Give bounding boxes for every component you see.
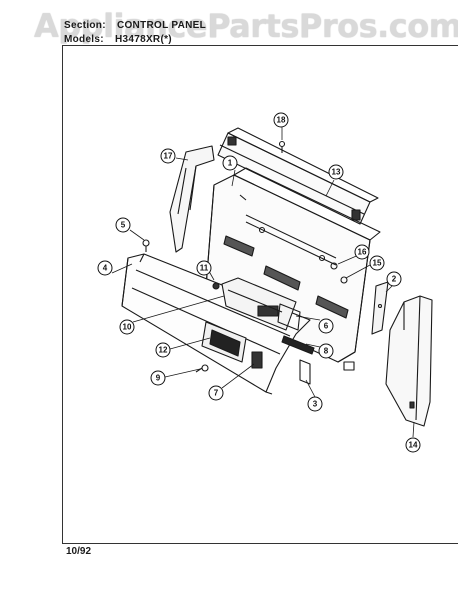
revision-date: 10/92 (66, 546, 92, 557)
part-5-screw (142, 239, 150, 252)
callout-1: 1 (222, 155, 238, 171)
callout-18: 18 (273, 112, 289, 128)
callout-3-label: 3 (313, 400, 318, 409)
callout-17: 17 (160, 148, 176, 164)
part-4-control-panel-front (121, 253, 311, 395)
callout-7-label: 7 (214, 389, 219, 398)
callout-6-label: 6 (324, 322, 329, 331)
callout-7: 7 (208, 385, 224, 401)
part-14-right-end-cap (385, 295, 433, 427)
callout-bubbles: 1 2 3 4 5 6 7 8 9 10 11 12 13 14 15 16 1… (97, 112, 421, 453)
part-16-screw (330, 262, 338, 270)
footer-divider (62, 543, 458, 544)
callout-10: 10 (119, 319, 135, 335)
callout-1-label: 1 (228, 159, 233, 168)
section-value: CONTROL PANEL (116, 20, 207, 31)
callout-11: 11 (196, 260, 212, 276)
callout-8-label: 8 (324, 347, 329, 356)
part-13-top-rail (217, 127, 379, 225)
models-header: Models: H3478XR(*) (64, 34, 172, 45)
part-6-bracket (277, 303, 301, 331)
callout-12-label: 12 (159, 346, 168, 355)
part-2-side-bracket (371, 281, 389, 335)
callout-2-label: 2 (392, 275, 397, 284)
watermark-logo: AppliancePartsPros.com (34, 7, 458, 45)
part-8-trim-strip (281, 335, 315, 355)
callout-8: 8 (318, 343, 334, 359)
callout-4: 4 (97, 260, 113, 276)
part-9-screw (195, 364, 209, 373)
callout-9: 9 (150, 370, 166, 386)
callout-6: 6 (318, 318, 334, 334)
part-15-screw (340, 276, 348, 284)
callout-16: 16 (354, 244, 370, 260)
part-18-screw (278, 140, 286, 153)
callout-4-label: 4 (103, 264, 108, 273)
callout-2: 2 (386, 271, 402, 287)
callout-14: 14 (405, 437, 421, 453)
models-label: Models: (64, 34, 104, 45)
callout-5-label: 5 (121, 221, 126, 230)
section-header: Section: CONTROL PANEL (64, 20, 206, 31)
callout-11-label: 11 (200, 264, 209, 273)
callout-13: 13 (328, 164, 344, 180)
models-value: H3478XR(*) (114, 34, 172, 45)
part-3-bracket (299, 359, 311, 385)
callout-13-label: 13 (332, 168, 341, 177)
callout-18-label: 18 (277, 116, 286, 125)
callout-5: 5 (115, 217, 131, 233)
callout-3: 3 (307, 396, 323, 412)
part-10-clock-module (212, 277, 297, 331)
callout-10-label: 10 (123, 323, 132, 332)
callout-15: 15 (369, 255, 385, 271)
callout-15-label: 15 (373, 259, 382, 268)
callout-16-label: 16 (358, 248, 367, 257)
callout-14-label: 14 (409, 441, 418, 450)
diagram-frame (62, 45, 458, 544)
callout-9-label: 9 (156, 374, 161, 383)
part-17-left-end-cap (169, 145, 215, 253)
section-label: Section: (64, 20, 106, 31)
callout-17-label: 17 (164, 152, 173, 161)
callout-12: 12 (155, 342, 171, 358)
